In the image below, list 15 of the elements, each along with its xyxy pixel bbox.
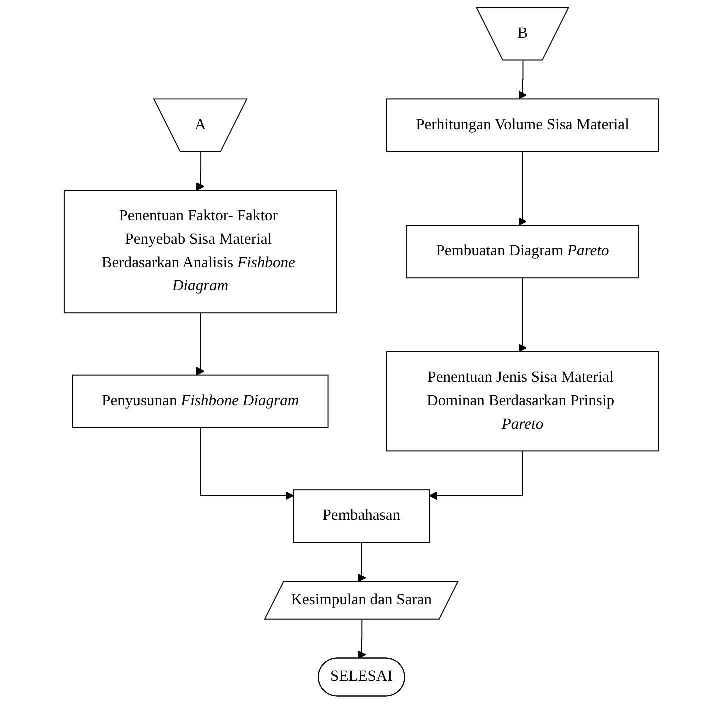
node-box: Pembahasan bbox=[292, 490, 430, 544]
arrow bbox=[518, 151, 527, 226]
arrow bbox=[200, 427, 294, 500]
arrow bbox=[358, 542, 366, 582]
arrow bbox=[518, 60, 527, 100]
arrow bbox=[429, 450, 524, 500]
arrow bbox=[518, 278, 527, 352]
node-box: Pembuatan Diagram Pareto bbox=[406, 225, 639, 279]
arrow bbox=[196, 312, 205, 376]
node-box: Penentuan Faktor- Faktor Penyebab Sisa Material Berdasarkan Analisis Fishbone Diagram bbox=[64, 190, 338, 314]
node-box: Penentuan Jenis Sisa Material Dominan Berdasarkan Prinsip Pareto bbox=[386, 352, 660, 452]
arrow bbox=[358, 619, 366, 660]
node-box: Penyusunan Fishbone Diagram bbox=[72, 374, 329, 428]
arrow bbox=[196, 152, 205, 191]
node-box: Perhitungan Volume Sisa Material bbox=[386, 98, 659, 152]
